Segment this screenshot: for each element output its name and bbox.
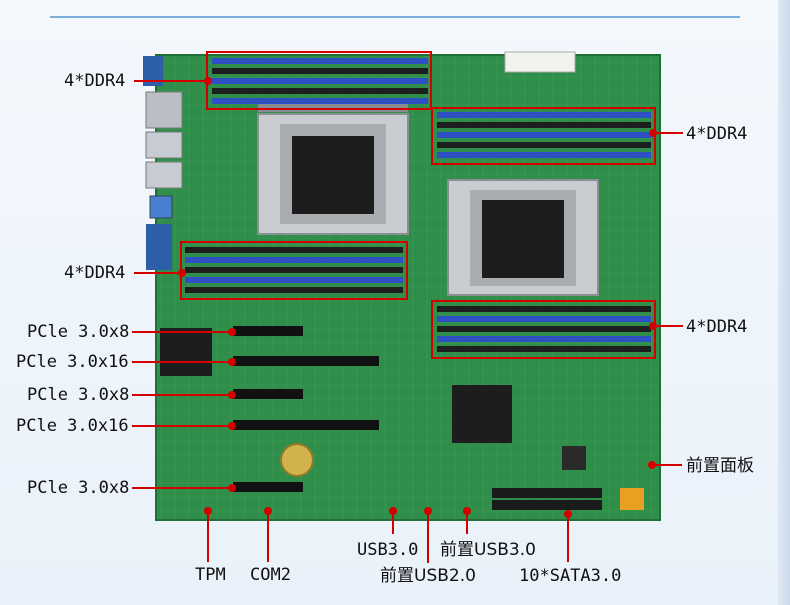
callout-dot [178,269,186,277]
callout-label-tpm: TPM [195,565,226,585]
atx-power-connector [504,51,576,73]
callout-label-pcie-4: PCle 3.0x16 [16,416,129,436]
callout-dot [228,484,236,492]
dimm-bank-mid-right [437,306,651,352]
callout-line [392,511,394,534]
callout-line [132,361,232,363]
callout-line [653,325,683,327]
callout-box-ddr-mid-right [431,300,656,359]
callout-dot [204,77,212,85]
callout-line [653,132,683,134]
callout-label-ddr-mid-right: 4*DDR4 [686,317,748,337]
callout-line [132,425,232,427]
callout-line [267,511,269,562]
right-edge-bar [778,0,790,605]
callout-label-pcie-1: PCle 3.0x8 [27,322,130,342]
callout-line [132,487,232,489]
cpu-socket-2 [447,179,599,296]
callout-line [427,511,429,563]
callout-label-front-usb20: 前置USB2.0 [380,566,476,586]
header-divider [50,16,740,18]
callout-label-usb30: USB3.0 [357,540,419,560]
callout-line [134,80,208,82]
callout-line [567,514,569,562]
cpu-socket-1 [257,104,409,235]
callout-line [132,394,232,396]
callout-box-ddr-top-left [206,51,432,110]
callout-line [207,511,209,562]
callout-line [132,331,232,333]
pcie-slots [233,326,379,492]
callout-label-front-usb30: 前置USB3.0 [440,540,536,560]
dimm-bank-top-left [212,58,428,104]
callout-label-front-panel: 前置面板 [686,456,754,476]
callout-label-ddr-top-right: 4*DDR4 [686,124,748,144]
callout-dot [228,422,236,430]
dimm-bank-top-right [437,112,651,158]
callout-box-ddr-mid-left [180,241,408,300]
callout-label-pcie-3: PCle 3.0x8 [27,385,130,405]
callout-label-pcie-5: PCle 3.0x8 [27,478,130,498]
callout-label-com2: COM2 [250,565,291,585]
callout-dot [228,391,236,399]
pch-heatsink [160,328,212,376]
cmos-battery [280,443,314,477]
sata-connectors [492,488,644,510]
callout-dot [228,328,236,336]
callout-line [466,511,468,534]
callout-line [134,272,182,274]
callout-label-pcie-2: PCle 3.0x16 [16,352,129,372]
callout-label-ddr-mid-left: 4*DDR4 [64,263,126,283]
callout-label-ddr-top-left: 4*DDR4 [64,71,126,91]
dimm-bank-mid-left [185,247,403,293]
chipset-heatsink [452,385,512,443]
callout-dot [228,358,236,366]
callout-box-ddr-top-right [431,107,656,165]
callout-label-sata: 10*SATA3.0 [519,566,622,586]
rear-io [143,56,183,270]
io-chip [562,446,586,470]
callout-line [652,464,682,466]
